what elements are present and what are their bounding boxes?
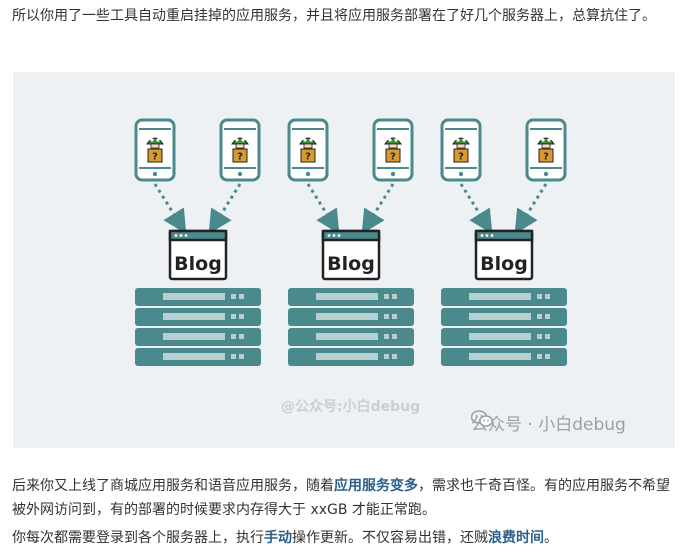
request-arrow [514, 183, 548, 235]
request-arrow [208, 183, 242, 235]
request-arrow [361, 183, 395, 235]
wechat-icon [471, 410, 493, 427]
brand-watermark: 公众号 · 小白debug [471, 410, 671, 435]
request-arrow [459, 183, 493, 235]
phone-icon [525, 118, 567, 182]
architecture-figure: ? [13, 72, 675, 448]
blog-label: Blog [480, 253, 528, 275]
phone-icon [372, 118, 414, 182]
phone-icon [287, 118, 329, 182]
paragraph-manual-ops: 你每次都需要登录到各个服务器上，执行手动操作更新。不仅容易出错，还贼浪费时间。 [12, 526, 682, 550]
brand-text: 公众号 · 小白debug [471, 415, 626, 435]
highlight-text: 浪费时间 [488, 530, 544, 546]
highlight-text: 手动 [264, 530, 292, 546]
server-rack-icon [441, 288, 567, 366]
highlight-text: 应用服务变多 [334, 478, 418, 494]
figure-watermark: @公众号:小白debug [281, 399, 421, 415]
text-segment: 你每次都需要登录到各个服务器上，执行 [12, 530, 264, 546]
text-segment: 操作更新。不仅容易出错，还贼 [292, 530, 488, 546]
cluster-1: Blog [134, 118, 261, 366]
request-arrow [306, 183, 340, 235]
text-segment: ，需求也千奇百怪。有的应用服务不希望被外网访问到，有的部署的时候要求内存得大于 … [12, 478, 670, 518]
text-segment: 后来你又上线了商城应用服务和语音应用服务，随着 [12, 478, 334, 494]
paragraph-services: 后来你又上线了商城应用服务和语音应用服务，随着应用服务变多，需求也千奇百怪。有的… [12, 474, 682, 522]
phone-icon [440, 118, 482, 182]
text-segment: 。 [544, 530, 558, 546]
blog-label: Blog [174, 253, 222, 275]
request-arrow [153, 183, 187, 235]
phone-icon [134, 118, 176, 182]
intro-paragraph: 所以你用了一些工具自动重启挂掉的应用服务，并且将应用服务部署在了好几个服务器上，… [12, 8, 656, 24]
deployment-diagram: ? [134, 118, 567, 366]
server-rack-icon [135, 288, 261, 366]
cluster-3: Blog [440, 118, 567, 366]
phone-icon [219, 118, 261, 182]
blog-label: Blog [327, 253, 375, 275]
cluster-2: Blog [287, 118, 414, 366]
server-rack-icon [288, 288, 414, 366]
